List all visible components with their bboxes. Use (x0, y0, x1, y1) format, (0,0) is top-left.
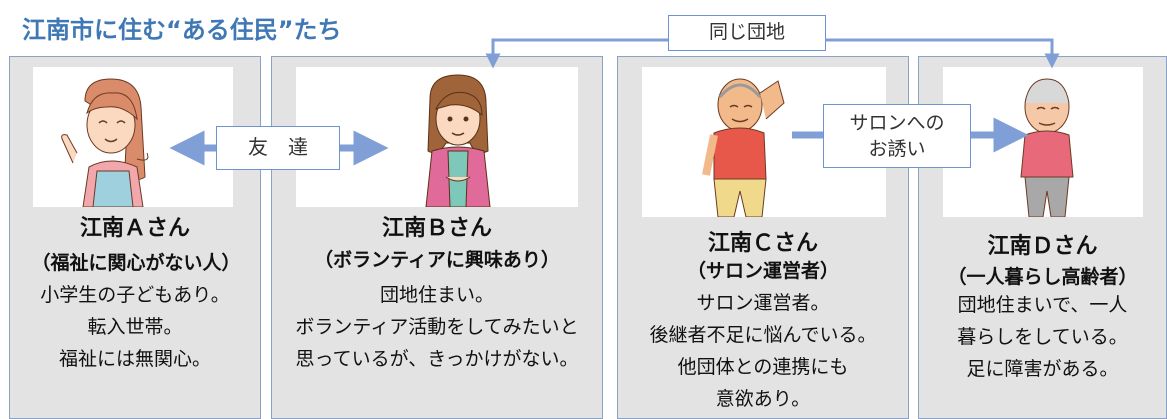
resident-a-name: 江南Ａさん (79, 216, 190, 241)
salon-invite-label: サロンへの お誘い (823, 104, 971, 168)
resident-a-subtitle: （福祉に関心がない人） (31, 252, 241, 274)
resident-b-subtitle: （ボランティアに興味あり） (314, 249, 560, 271)
resident-a-description: 小学生の子どもあり。 転入世帯。 福祉には無関心。 (40, 284, 230, 370)
resident-d-name: 江南Ｄさん (987, 234, 1098, 259)
woman-apron-icon (61, 78, 149, 208)
resident-d-subtitle: （一人暮らし高齢者） (947, 266, 1138, 288)
elderly-man-cardigan-icon (1020, 78, 1074, 218)
resident-c-name: 江南Ｃさん (707, 231, 818, 256)
resident-c-description: サロン運営者。 後継者不足に悩んでいる。 他団体との連携にも 意欲あり。 (649, 292, 877, 410)
resident-card-c: 江南Ｃさん （サロン運営者） サロン運営者。 後継者不足に悩んでいる。 他団体と… (617, 56, 909, 419)
resident-c-subtitle: （サロン運営者） (686, 260, 839, 282)
resident-card-b: 江南Ｂさん （ボランティアに興味あり） 団地住まい。 ボランティア活動をしてみた… (271, 56, 603, 419)
resident-b-name: 江南Ｂさん (381, 216, 492, 241)
page-title: 江南市に住む“ある住民”たち (22, 16, 342, 44)
elderly-man-icon (702, 78, 785, 218)
resident-d-illustration (943, 67, 1143, 218)
resident-card-a: 江南Ａさん （福祉に関心がない人） 小学生の子どもあり。 転入世帯。 福祉には無… (9, 56, 261, 419)
same-complex-label: 同じ団地 (668, 15, 826, 51)
friends-label: 友 達 (216, 126, 340, 170)
resident-d-description: 団地住まいで、一人 暮らしをしている。 足に障害がある。 (957, 294, 1128, 380)
resident-b-description: 団地住まい。 ボランティア活動をしてみたいと 思っているが、きっかけがない。 (295, 284, 579, 370)
woman-cardigan-icon (425, 74, 491, 208)
